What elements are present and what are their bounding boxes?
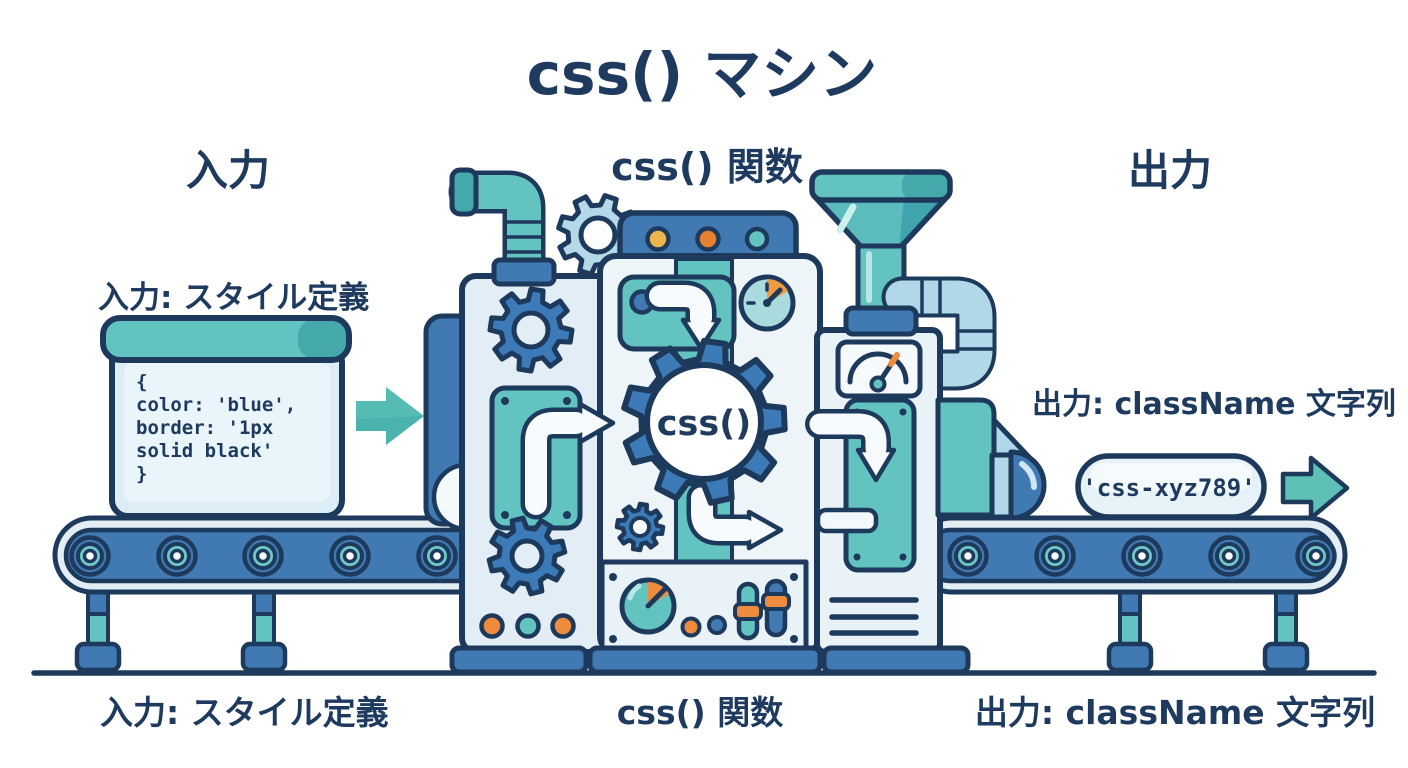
roller	[329, 535, 371, 577]
gear-small-icon	[614, 501, 666, 553]
output-arrow-icon	[1280, 455, 1350, 521]
funnel-collar	[843, 305, 919, 337]
gear-left-top-icon	[487, 286, 575, 374]
code-box: { color: 'blue', border: '1px solid blac…	[100, 315, 352, 519]
code-line: }	[136, 463, 147, 485]
output-value: 'css-xyz789'	[1082, 474, 1255, 502]
footer-function-label: css() 関数	[617, 693, 784, 732]
arrow-right-down	[805, 409, 897, 534]
slider-teal	[733, 581, 763, 641]
code-line: border: '1px	[136, 417, 273, 439]
conveyor-leg	[1262, 590, 1310, 673]
code-line: solid black'	[136, 440, 273, 462]
roller	[1208, 535, 1250, 577]
input-label: 入力: スタイル定義	[98, 280, 369, 316]
code-line: color: 'blue',	[136, 394, 296, 416]
indicator-dots-left	[479, 613, 576, 639]
css-gear-icon: css()	[621, 338, 788, 506]
arrow-gear-out	[686, 482, 784, 551]
roller	[69, 535, 111, 577]
cap-light-orange	[695, 226, 721, 252]
code-line: {	[136, 371, 147, 393]
cap-light-teal	[744, 226, 770, 252]
right-pipe-icon	[881, 276, 997, 391]
output-pill: 'css-xyz789'	[1075, 453, 1267, 520]
panel-dot-blue	[707, 615, 727, 635]
gear-left-bottom-icon	[486, 515, 568, 597]
timer-gauge-icon	[738, 274, 796, 332]
panel-dot-orange	[680, 616, 702, 638]
arrow-top-into-gear	[644, 280, 722, 351]
machine-base	[449, 645, 971, 675]
meter-gauge-icon	[835, 339, 923, 399]
cap-light-yellow	[645, 226, 671, 252]
dial-icon	[619, 577, 677, 635]
roller	[1034, 535, 1076, 577]
control-panel	[599, 559, 809, 653]
header-input: 入力	[186, 146, 270, 195]
exhaust-pipe-icon	[448, 167, 546, 290]
roller	[1295, 535, 1337, 577]
page-title: css() マシン	[527, 40, 878, 108]
header-output: 出力	[1128, 146, 1212, 195]
vent-lines	[829, 597, 919, 636]
right-conveyor	[912, 515, 1348, 673]
arrow-left-to-gear	[520, 401, 616, 520]
conveyor-leg	[74, 590, 122, 673]
roller	[1121, 535, 1163, 577]
roller	[416, 535, 458, 577]
slider-blue	[761, 578, 791, 638]
footer-output-label: 出力: className 文字列	[975, 693, 1375, 732]
conveyor-leg	[240, 590, 288, 673]
header-function: css() 関数	[611, 145, 803, 189]
machine: css()	[423, 167, 1047, 675]
input-arrow-icon	[356, 387, 424, 445]
pipe-collar	[491, 257, 557, 287]
output-label: 出力: className 文字列	[1032, 387, 1396, 422]
conveyor-leg	[1106, 590, 1154, 673]
gear-label: css()	[657, 404, 751, 444]
roller	[242, 535, 284, 577]
roller	[156, 535, 198, 577]
output-nozzle	[935, 397, 1047, 521]
funnel-icon	[809, 169, 953, 315]
footer-input-label: 入力: スタイル定義	[100, 693, 389, 732]
roller	[947, 535, 989, 577]
left-conveyor	[52, 515, 498, 673]
